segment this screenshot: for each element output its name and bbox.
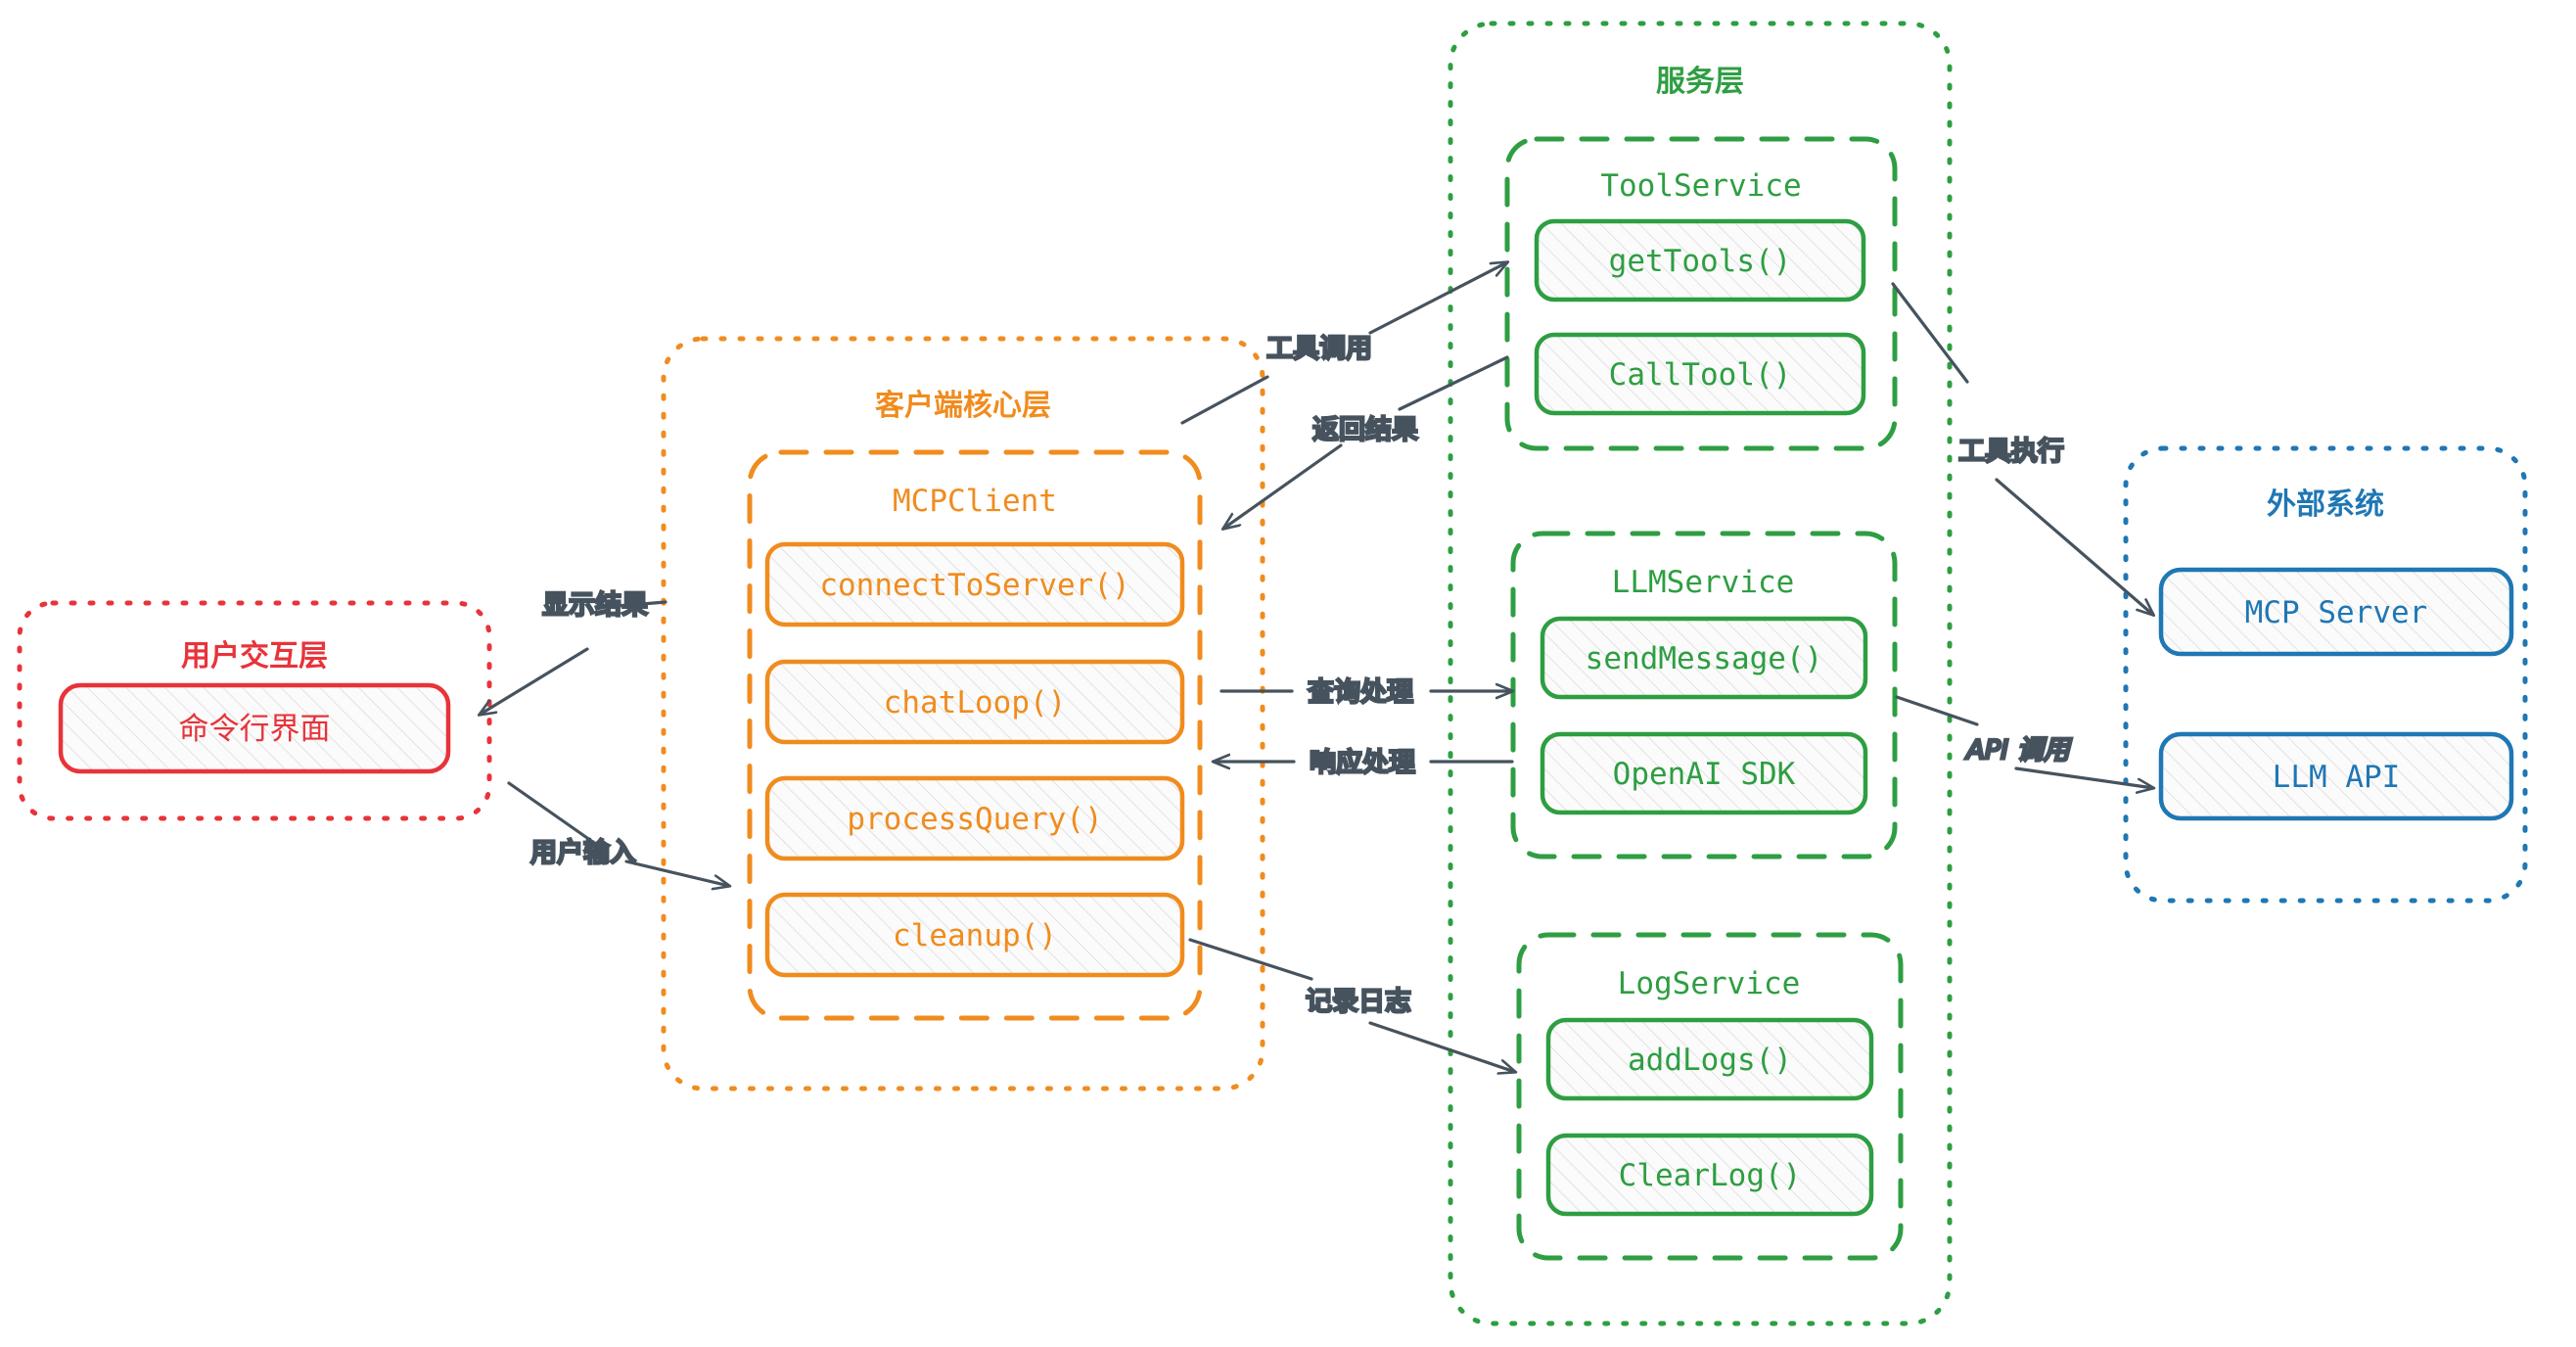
user-layer-border — [17, 600, 492, 821]
edge-api-call — [1895, 695, 2153, 788]
edge-user-input — [507, 781, 729, 886]
addlogs-box[interactable] — [1545, 1017, 1874, 1101]
clearlog-box[interactable] — [1545, 1133, 1874, 1217]
edge-tool-call — [1180, 262, 1507, 425]
external-systems-title: 外部系统 — [2267, 488, 2384, 522]
user-layer-title: 用户交互层 — [181, 639, 328, 674]
edge-label-record-log: 记录日志 — [1306, 987, 1411, 1017]
node-processquery[interactable]: processQuery() — [764, 775, 1185, 861]
edge-label-query-process: 查询处理 — [1308, 677, 1413, 708]
edge-tool-exec-line — [1995, 478, 2153, 615]
subcluster-mcpclient: MCPClient connectToServer() chatLoop() p… — [747, 449, 1203, 1021]
mcpclient-border — [747, 449, 1203, 1021]
connect-box[interactable] — [764, 541, 1185, 627]
llmapi-box[interactable] — [2158, 731, 2514, 821]
llmservice-title: LLMService — [1612, 565, 1795, 600]
openaisdk-box[interactable] — [1540, 731, 1868, 815]
toolservice-title: ToolService — [1600, 168, 1801, 204]
processquery-box[interactable] — [764, 775, 1185, 861]
cli-label: 命令行界面 — [179, 712, 331, 747]
client-core-border — [661, 336, 1265, 1092]
node-llmapi[interactable]: LLM API — [2158, 731, 2514, 821]
cli-box[interactable] — [58, 682, 451, 774]
cleanup-box[interactable] — [764, 892, 1185, 978]
gettools-label: getTools() — [1609, 244, 1792, 279]
edge-display-result — [480, 600, 667, 715]
cluster-client-core-layer: 客户端核心层 MCPClient connectToServer() chatL… — [661, 336, 1265, 1092]
node-mcpserver[interactable]: MCP Server — [2158, 567, 2514, 657]
processquery-label: processQuery() — [847, 802, 1102, 837]
node-clearlog[interactable]: ClearLog() — [1545, 1133, 1874, 1217]
edge-label-api-call: API 调用 — [1964, 735, 2072, 766]
edge-label-user-input: 用户输入 — [530, 838, 636, 868]
node-cli[interactable]: 命令行界面 — [58, 682, 451, 774]
node-addlogs[interactable]: addLogs() — [1545, 1017, 1874, 1101]
toolservice-border — [1504, 136, 1898, 451]
subcluster-logservice: LogService addLogs() ClearLog() — [1516, 932, 1904, 1261]
clearlog-label: ClearLog() — [1619, 1158, 1802, 1193]
node-connect[interactable]: connectToServer() — [764, 541, 1185, 627]
edge-user-input-head — [624, 859, 729, 886]
connect-label: connectToServer() — [819, 568, 1129, 603]
subcluster-toolservice: ToolService getTools() CallTool() — [1504, 136, 1898, 451]
edge-label-return-result: 返回结果 — [1312, 415, 1418, 445]
edge-tool-call-line — [1368, 262, 1507, 335]
mcpserver-label: MCP Server — [2245, 595, 2428, 630]
service-layer-title: 服务层 — [1656, 65, 1744, 99]
edge-return-result-line — [1223, 443, 1343, 529]
edge-label-tool-exec: 工具执行 — [1958, 437, 2064, 467]
sendmessage-box[interactable] — [1540, 616, 1868, 700]
addlogs-label: addLogs() — [1628, 1043, 1792, 1078]
openaisdk-label: OpenAI SDK — [1613, 757, 1796, 792]
edge-record-log — [1188, 938, 1515, 1072]
logservice-border — [1516, 932, 1904, 1261]
cluster-external-systems: 外部系统 MCP Server LLM API — [2123, 445, 2528, 904]
calltool-label: CallTool() — [1609, 357, 1792, 393]
node-gettools[interactable]: getTools() — [1534, 218, 1866, 302]
edge-return-result — [1223, 355, 1509, 529]
client-core-title: 客户端核心层 — [875, 389, 1051, 423]
edge-user-input-line — [507, 781, 609, 854]
chatloop-label: chatLoop() — [884, 685, 1067, 720]
llmapi-label: LLM API — [2273, 760, 2401, 795]
calltool-box[interactable] — [1534, 332, 1866, 416]
edge-return-result-stub — [1398, 355, 1509, 411]
node-openaisdk[interactable]: OpenAI SDK — [1540, 731, 1868, 815]
edge-label-display-result: 显示结果 — [542, 590, 648, 621]
chatloop-box[interactable] — [764, 659, 1185, 745]
edge-api-call-line — [2014, 766, 2153, 788]
edge-label-response-process: 响应处理 — [1310, 748, 1415, 778]
sendmessage-label: sendMessage() — [1586, 641, 1823, 676]
cluster-service-layer: 服务层 ToolService getTools() CallTool() LL… — [1448, 21, 1953, 1326]
mcpclient-title: MCPClient — [893, 484, 1057, 519]
edge-record-log-line — [1368, 1021, 1515, 1072]
edge-record-log-stub — [1188, 938, 1313, 981]
edge-layer: 显示结果 用户输入 工具调用 返回结果 查询处理 响应处理 — [480, 262, 2153, 1072]
edge-api-call-stub — [1895, 695, 1979, 726]
cluster-user-layer: 用户交互层 命令行界面 — [17, 600, 492, 821]
service-layer-border — [1448, 21, 1953, 1326]
edge-display-result-line — [480, 647, 589, 715]
edge-tool-exec-stub — [1891, 282, 1969, 384]
node-sendmessage[interactable]: sendMessage() — [1540, 616, 1868, 700]
mcpserver-box[interactable] — [2158, 567, 2514, 657]
gettools-box[interactable] — [1534, 218, 1866, 302]
edge-display-result-stub — [605, 600, 667, 609]
logservice-title: LogService — [1618, 966, 1801, 1001]
cleanup-label: cleanup() — [893, 918, 1057, 953]
edge-label-tool-call: 工具调用 — [1266, 334, 1372, 364]
node-calltool[interactable]: CallTool() — [1534, 332, 1866, 416]
node-cleanup[interactable]: cleanup() — [764, 892, 1185, 978]
subcluster-llmservice: LLMService sendMessage() OpenAI SDK — [1510, 531, 1898, 859]
edge-tool-exec — [1891, 282, 2153, 615]
node-chatloop[interactable]: chatLoop() — [764, 659, 1185, 745]
edge-tool-call-stub — [1180, 375, 1269, 425]
